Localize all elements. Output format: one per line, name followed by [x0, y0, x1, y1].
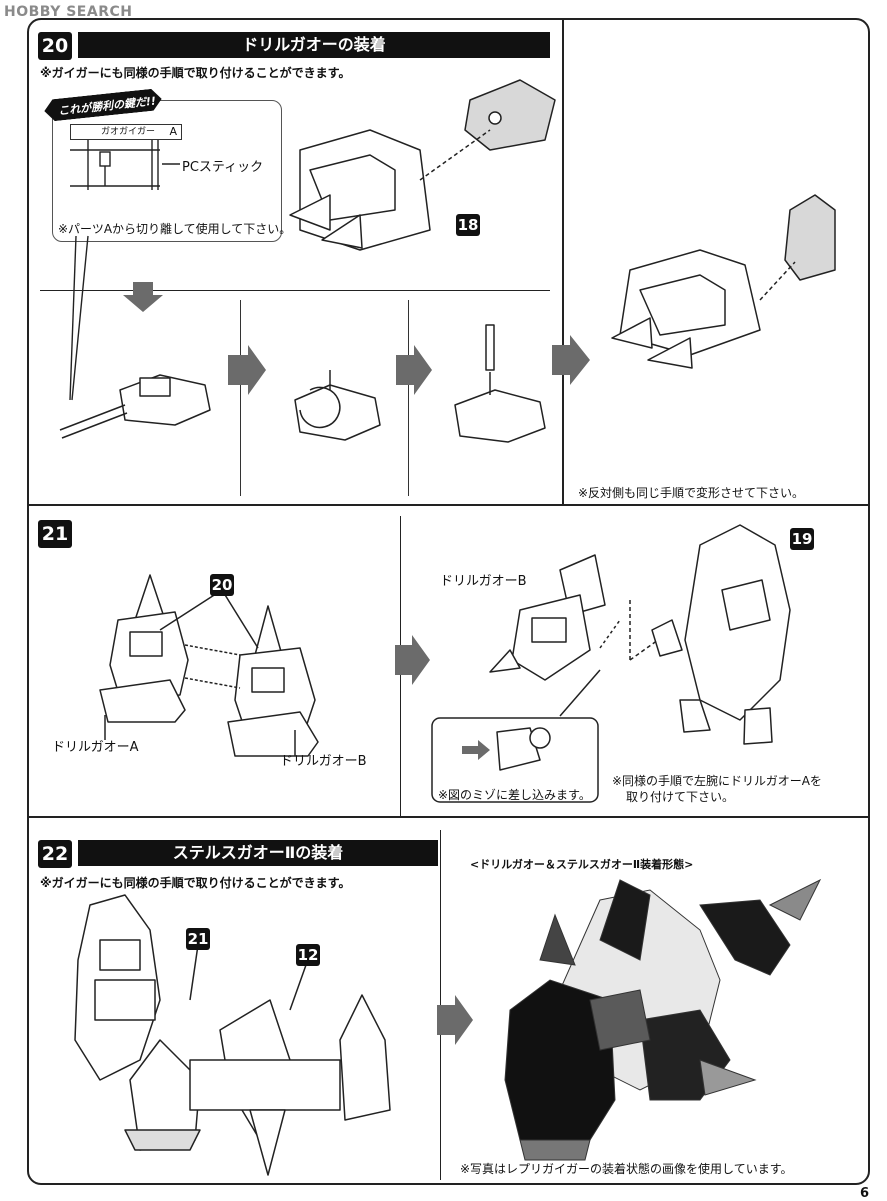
left-arm-note-1: ※同様の手順で左腕にドリルガオーAを [612, 774, 822, 788]
step-22-title: ステルスガオーⅡの装着 [78, 840, 438, 866]
drill-gao-a [99, 574, 189, 723]
gaogaigar-figure [651, 524, 791, 745]
watermark-text: HOBBY SEARCH [4, 4, 133, 20]
step-22-flow-arrow [437, 995, 473, 1045]
step-21-flow-arrow [395, 635, 430, 685]
step-20-flow-arrows [123, 282, 590, 395]
photo-note: ※写真はレプリガイガーの装着状態の画像を使用しています。 [460, 1162, 793, 1176]
section-divider-21-22 [28, 816, 868, 818]
label-drill-gao-b-right: ドリルガオーB [440, 574, 527, 589]
step-20-col-divider-1 [240, 300, 241, 496]
step-20-subdivider [40, 290, 550, 291]
watermark: HOBBY SEARCH [4, 4, 132, 20]
step-20-divider-vertical [562, 20, 564, 504]
step-20-title: ドリルガオーの装着 [78, 32, 550, 58]
section-divider-20-21 [28, 504, 868, 506]
stealth-gao-ii [124, 994, 391, 1176]
manual-frame [27, 18, 870, 1185]
part-ref-12: 12 [296, 944, 320, 966]
page-number: 6 [860, 1186, 870, 1201]
drill-gao-assembly-top [289, 79, 556, 251]
assembled-photo [504, 878, 822, 1161]
gaogaigar-with-drills [74, 894, 161, 1081]
photo-title: <ドリルガオー＆ステルスガオーⅡ装着形態> [470, 858, 694, 871]
step-21-number: 21 [38, 520, 72, 548]
runner-tag: ガオガイガー A [70, 124, 182, 140]
runner-callout-box [52, 100, 282, 242]
drill-gao-b-right [489, 554, 606, 681]
drill-gao-assembly-right [611, 194, 836, 369]
label-drill-gao-b: ドリルガオーB [280, 754, 367, 769]
step-20-number: 20 [38, 32, 72, 60]
part-ref-21: 21 [186, 928, 210, 950]
left-arm-note-2: 取り付けて下さい。 [626, 790, 735, 804]
sequence-part-1 [59, 374, 211, 439]
step-20-col-divider-2 [408, 300, 409, 496]
step-22-note: ※ガイガーにも同様の手順で取り付けることができます。 [40, 876, 351, 890]
groove-insert-arrow [462, 740, 490, 760]
part-ref-20: 20 [210, 574, 234, 596]
label-drill-gao-a: ドリルガオーA [52, 740, 139, 755]
step-22-number: 22 [38, 840, 72, 868]
sequence-part-3 [454, 324, 546, 443]
part-ref-18: 18 [456, 214, 480, 236]
sequence-part-2 [294, 370, 381, 441]
cut-note: ※パーツAから切り離して使用して下さい。 [58, 222, 292, 236]
pc-stick-label: PCスティック [182, 160, 264, 175]
groove-note: ※図のミゾに差し込みます。 [438, 788, 591, 802]
step-20-note: ※ガイガーにも同様の手順で取り付けることができます。 [40, 66, 351, 80]
runner-label: ガオガイガー [101, 127, 156, 137]
part-ref-19: 19 [790, 528, 814, 550]
runner-letter: A [169, 125, 177, 138]
other-side-note: ※反対側も同じ手順で変形させて下さい。 [578, 486, 805, 500]
